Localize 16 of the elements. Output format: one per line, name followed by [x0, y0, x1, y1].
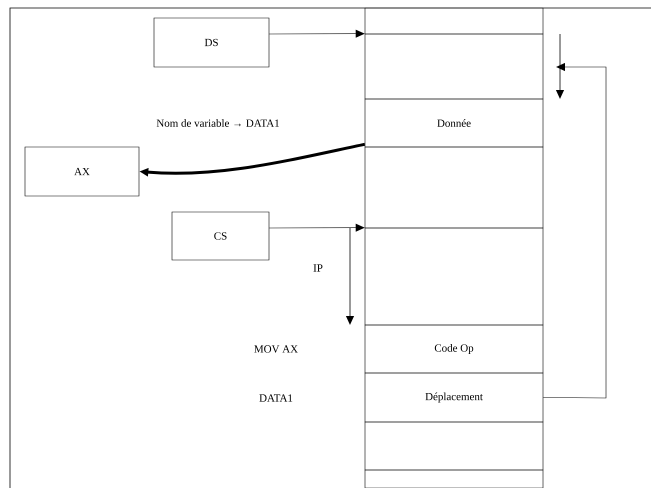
label: IP: [314, 264, 322, 272]
memory-cell: Déplacement: [364, 372, 544, 422]
label: MOV AX: [254, 345, 298, 353]
label: Nom de variable → DATA1: [156, 119, 279, 127]
memory-cell: [364, 228, 544, 326]
memory-cell: [364, 422, 544, 470]
memory-cell: Code Op: [364, 324, 544, 374]
label: DATA1: [259, 394, 292, 402]
memory-cell: [364, 470, 544, 488]
memory-cell: [364, 8, 544, 34]
memory-cell: Donnée: [364, 98, 544, 148]
register-box: DS: [154, 18, 270, 68]
memory-cell: [364, 146, 544, 228]
register-box: CS: [172, 212, 270, 260]
register-box: AX: [24, 146, 140, 196]
memory-cell: [364, 34, 544, 100]
